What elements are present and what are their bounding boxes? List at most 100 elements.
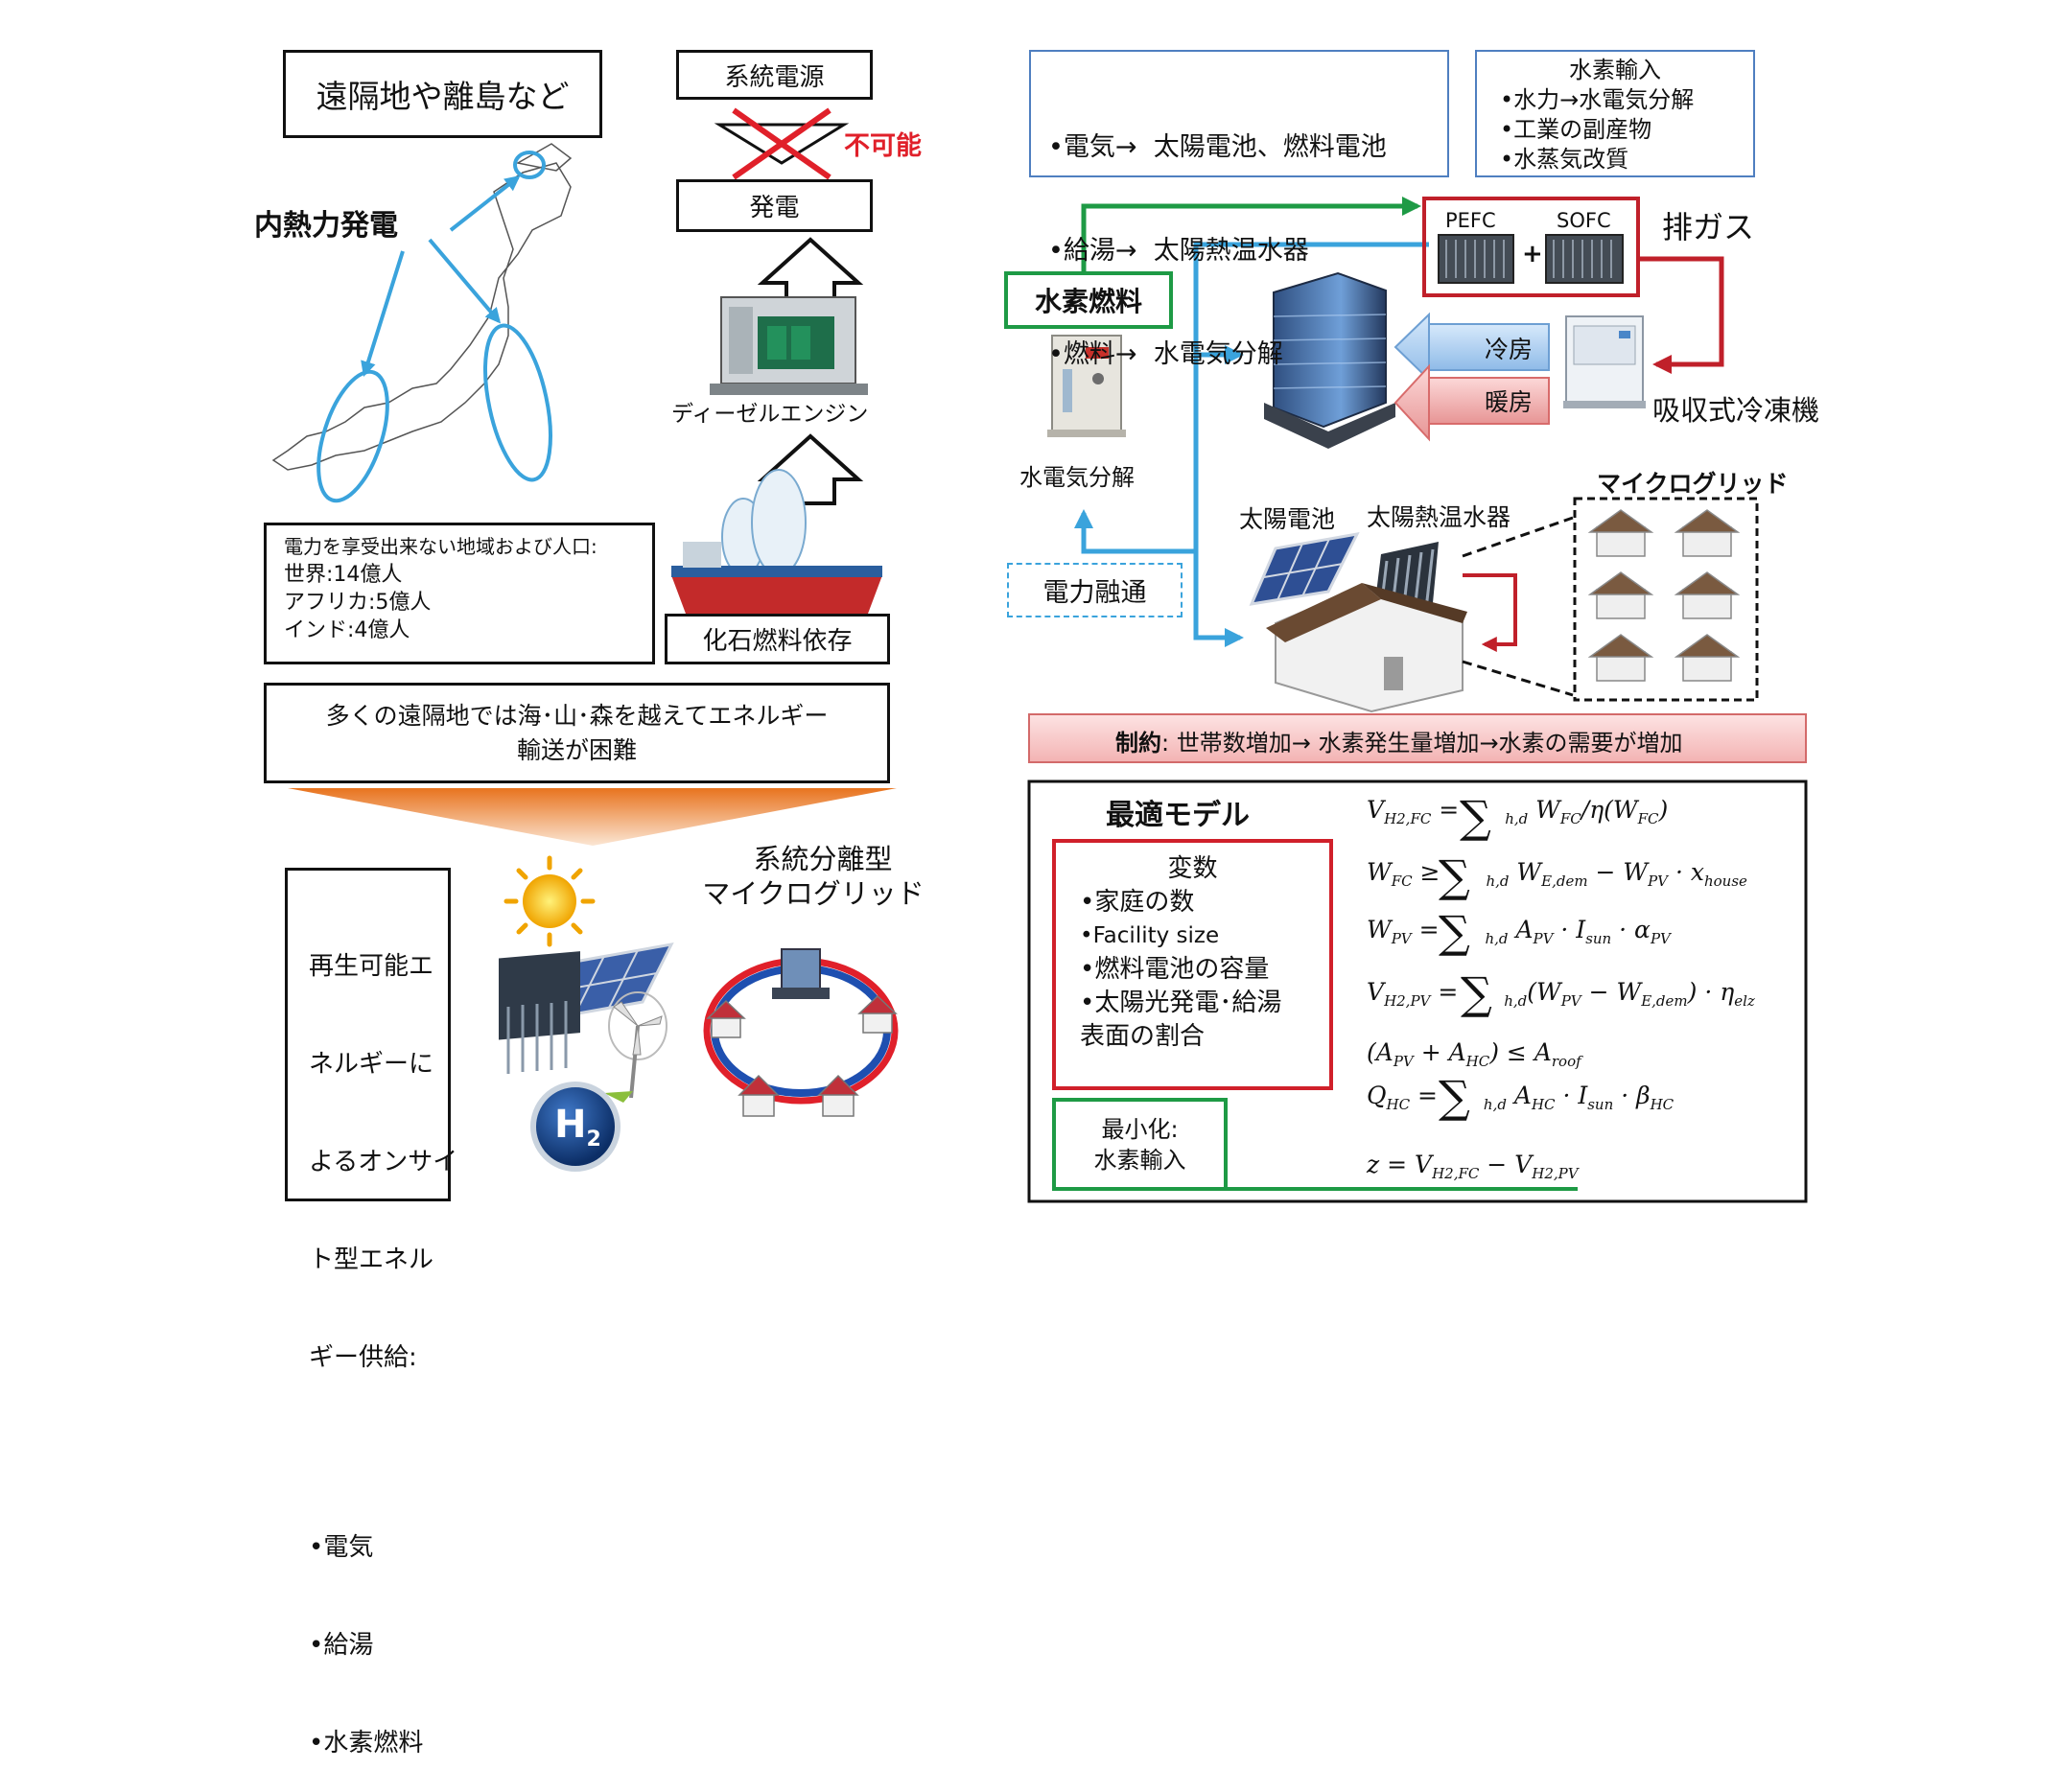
hokkaido-circle bbox=[513, 151, 546, 179]
house-icon bbox=[1266, 583, 1467, 713]
import-line: •水蒸気改質 bbox=[1500, 146, 1629, 173]
remote-areas-title: 遠隔地や離島など bbox=[316, 78, 570, 115]
minimize-line-2: 水素輸入 bbox=[1093, 1146, 1186, 1174]
stats-india: インド:4億人 bbox=[284, 618, 410, 642]
isolated-microgrid-line-1: 系統分離型 bbox=[753, 843, 893, 875]
diesel-engine-label: ディーゼルエンジン bbox=[671, 402, 869, 427]
variable-item: •太陽光発電･給湯 bbox=[1080, 989, 1282, 1017]
power-generation-box: 発電 bbox=[676, 179, 873, 232]
hydrogen-fuel-box: 水素燃料 bbox=[1004, 271, 1173, 329]
sofc-stack-icon bbox=[1545, 234, 1624, 284]
onsite-line: よるオンサイ bbox=[309, 1148, 458, 1176]
constraint-bar bbox=[1028, 713, 1807, 763]
onsite-line bbox=[309, 1439, 448, 1466]
constraint-bold: 制約 bbox=[1115, 730, 1161, 756]
ogasawara-islands-circle bbox=[483, 323, 552, 482]
variables-title: 変数 bbox=[1167, 854, 1218, 883]
solar-water-heater-icon bbox=[499, 951, 580, 1074]
import-line: •水力→水電気分解 bbox=[1500, 86, 1695, 113]
h2-orb-label: H2 bbox=[554, 1103, 601, 1152]
constraint-text: 制約: 世帯数増加→ 水素発生量増加→水素の需要が増加 bbox=[1115, 724, 1683, 757]
microgrid-houses-icon bbox=[1587, 509, 1741, 682]
impossible-label: 不可能 bbox=[844, 131, 922, 161]
unelectrified-stats-box: 電力を享受出来ない地域および人口: 世界:14億人 アフリカ:5億人 インド:4… bbox=[264, 523, 655, 664]
variable-item: 表面の割合 bbox=[1080, 1022, 1206, 1051]
variables-box: 変数 •家庭の数 •Facility size •燃料電池の容量 •太陽光発電･… bbox=[1052, 839, 1333, 1090]
supply-line: •燃料→ 水電気分解 bbox=[1048, 339, 1283, 369]
supply-line: •電気→ 太陽電池、燃料電池 bbox=[1048, 132, 1387, 162]
onsite-supply-box: 再生可能エ ネルギーに よるオンサイ ト型エネル ギー供給: •電気 •給湯 •… bbox=[285, 868, 458, 1757]
funnel-arrow-icon bbox=[288, 788, 897, 846]
power-generation-label: 発電 bbox=[749, 194, 800, 222]
hydrogen-fuel-label: 水素燃料 bbox=[1034, 286, 1142, 317]
svg-text:∑: ∑ bbox=[1439, 850, 1470, 902]
absorption-chiller-label: 吸収式冷凍機 bbox=[1652, 394, 1820, 427]
onsite-line: ト型エネル bbox=[309, 1245, 434, 1274]
variable-item: •燃料電池の容量 bbox=[1080, 955, 1270, 984]
power-exchange-box: 電力融通 bbox=[1007, 563, 1183, 617]
equation-roof: (APV + AHC) ≤ Aroof bbox=[1367, 1038, 1581, 1070]
stats-world: 世界:14億人 bbox=[284, 563, 403, 587]
onsite-line: •電気 bbox=[309, 1533, 374, 1562]
onsite-line: 再生可能エ bbox=[309, 952, 434, 981]
minimize-line-1: 最小化: bbox=[1101, 1115, 1179, 1143]
power-exchange-label: 電力融通 bbox=[1042, 578, 1147, 608]
solar-cell-label: 太陽電池 bbox=[1239, 505, 1336, 533]
summation-symbols: ∑ ∑ ∑ ∑ ∑ bbox=[1439, 791, 1492, 1123]
isolated-microgrid-title: 系統分離型 マイクログリッド bbox=[702, 842, 928, 911]
svg-text:∑: ∑ bbox=[1461, 967, 1492, 1019]
electrolysis-label: 水電気分解 bbox=[1019, 464, 1135, 491]
optimal-model-box bbox=[1027, 780, 1808, 1203]
svg-text:∑: ∑ bbox=[1460, 791, 1491, 843]
pefc-label: PEFC bbox=[1445, 209, 1496, 232]
import-line: •工業の副産物 bbox=[1500, 116, 1652, 143]
equation-pv: WPV = h,d APV · Isun · αPV bbox=[1367, 916, 1671, 947]
minimize-box: 最小化: 水素輸入 bbox=[1052, 1098, 1228, 1191]
supply-line: •給湯→ 太陽熱温水器 bbox=[1048, 236, 1309, 266]
stats-africa: アフリカ:5億人 bbox=[284, 591, 432, 615]
microgrid-box bbox=[1573, 497, 1759, 702]
isolated-microgrid-line-2: マイクログリッド bbox=[702, 877, 925, 910]
import-title: 水素輸入 bbox=[1569, 57, 1661, 83]
equation-hc: QHC = h,d AHC · Isun · βHC bbox=[1367, 1082, 1675, 1113]
microgrid-label: マイクログリッド bbox=[1597, 470, 1789, 498]
fossil-fuel-label: 化石燃料依存 bbox=[702, 627, 853, 656]
transport-line-2: 輸送が困難 bbox=[516, 735, 637, 764]
heating-label: 暖房 bbox=[1485, 388, 1534, 416]
diesel-generator-icon bbox=[710, 296, 868, 395]
equation-h2-pv: VH2,PV = h,d(WPV − WE,dem) · ηelz bbox=[1367, 978, 1755, 1010]
southwest-islands-circle bbox=[316, 369, 389, 503]
sofc-label: SOFC bbox=[1557, 209, 1611, 232]
equation-h2-fc: VH2,FC = h,d WFC/η(WFC) bbox=[1367, 796, 1669, 827]
solar-panel-icon bbox=[1249, 532, 1360, 606]
office-building-icon bbox=[1264, 271, 1395, 449]
hydrogen-import-box: 水素輸入 •水力→水電気分解 •工業の副産物 •水蒸気改質 bbox=[1475, 50, 1755, 177]
svg-text:∑: ∑ bbox=[1439, 906, 1470, 958]
grid-source-box: 系統電源 bbox=[676, 50, 873, 100]
fossil-fuel-box: 化石燃料依存 bbox=[665, 614, 890, 664]
onsite-line: ネルギーに bbox=[309, 1050, 434, 1079]
h2-symbol: H bbox=[554, 1103, 587, 1147]
variable-item: •家庭の数 bbox=[1080, 888, 1195, 917]
onsite-line: •水素燃料 bbox=[309, 1729, 424, 1757]
japan-map-icon bbox=[271, 143, 573, 471]
equation-fc: WFC ≥ h,d WE,dem − WPV · xhouse bbox=[1367, 858, 1747, 890]
optimal-model-title: 最適モデル bbox=[1106, 799, 1250, 832]
exhaust-label: 排ガス bbox=[1662, 209, 1755, 245]
absorption-chiller-icon bbox=[1563, 315, 1646, 408]
microgrid-ring-icon bbox=[703, 948, 899, 1117]
diagram-graphics: ∑ ∑ ∑ ∑ ∑ bbox=[271, 107, 1808, 1203]
solar-water-heater-label: 太陽熱温水器 bbox=[1367, 503, 1511, 531]
diesel-power-label: 内熱力発電 bbox=[254, 209, 398, 243]
transport-difficulty-box: 多くの遠隔地では海･山･森を越えてエネルギー 輸送が困難 bbox=[264, 683, 890, 783]
fuel-cell-box bbox=[1422, 197, 1640, 297]
remote-areas-box: 遠隔地や離島など bbox=[283, 50, 602, 138]
onsite-line: •給湯 bbox=[309, 1631, 374, 1660]
energy-supply-box: •電気→ 太陽電池、燃料電池 •給湯→ 太陽熱温水器 •燃料→ 水電気分解 bbox=[1029, 50, 1449, 369]
constraint-body: : 世帯数増加→ 水素発生量増加→水素の需要が増加 bbox=[1161, 730, 1683, 756]
cooling-label: 冷房 bbox=[1485, 336, 1534, 363]
onsite-line: ギー供給: bbox=[309, 1343, 417, 1372]
plus-label: + bbox=[1522, 240, 1543, 268]
wind-turbine-icon bbox=[604, 991, 667, 1103]
stats-heading: 電力を享受出来ない地域および人口: bbox=[284, 535, 597, 558]
